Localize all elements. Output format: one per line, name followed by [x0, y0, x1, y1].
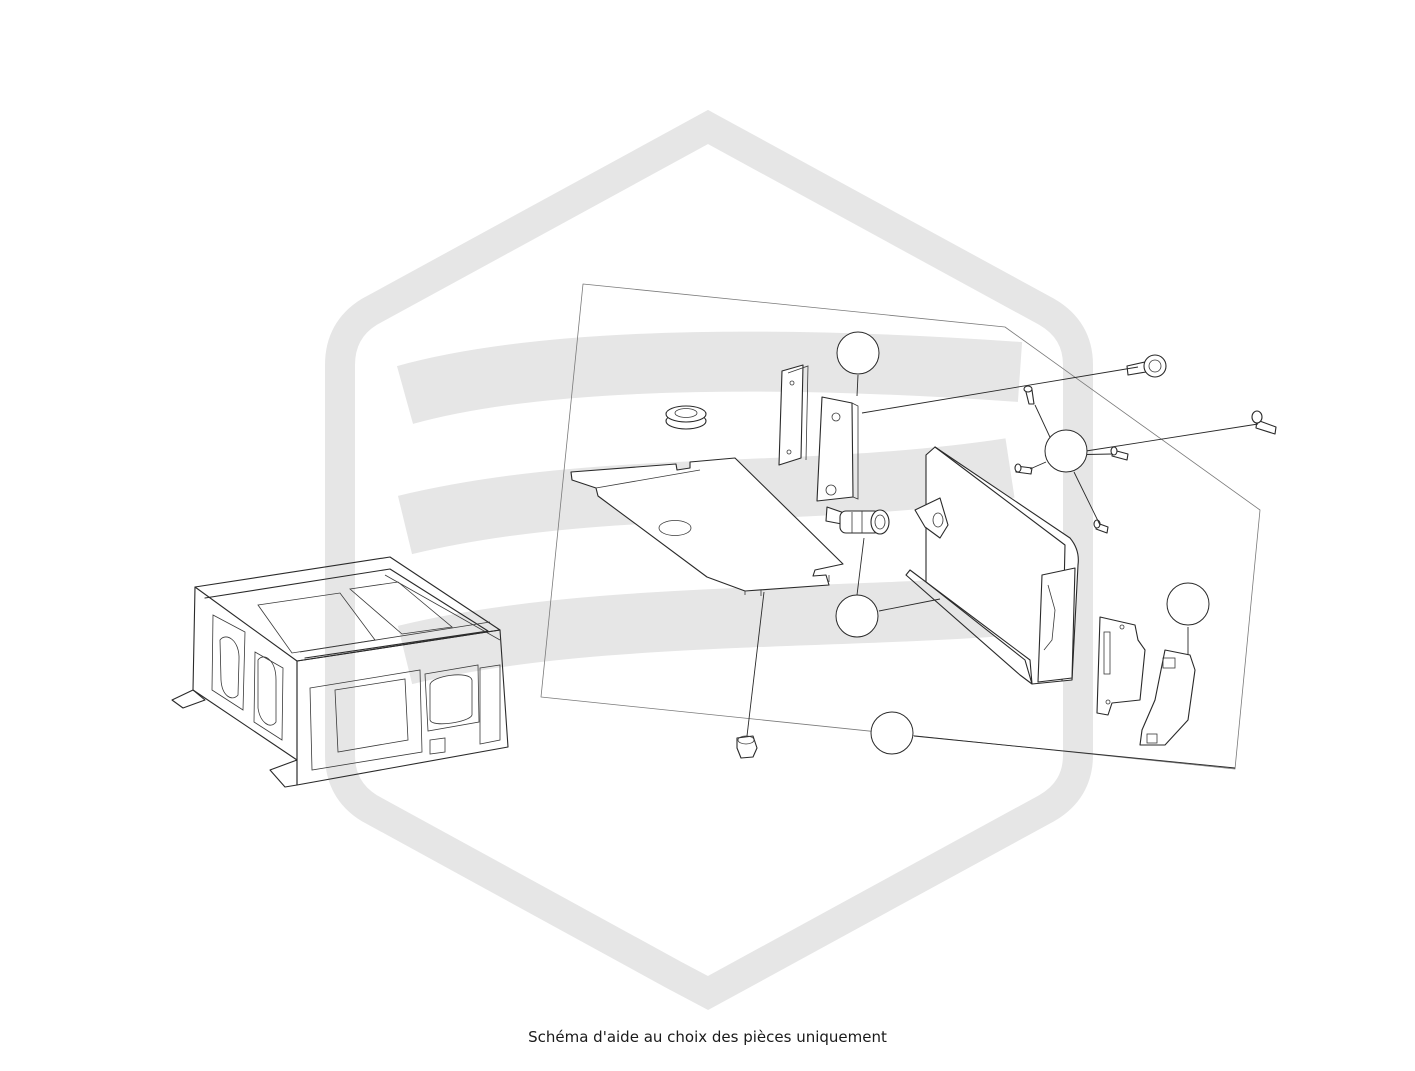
bolt-far-right	[1251, 410, 1277, 435]
callout-5[interactable]	[870, 711, 914, 755]
mounting-bracket-left	[778, 364, 809, 466]
mounting-bracket-right	[816, 396, 859, 502]
callout-1[interactable]	[836, 331, 880, 375]
screw-set	[1014, 385, 1129, 534]
bottom-plate-part	[570, 457, 844, 596]
nut-part	[736, 735, 758, 759]
side-bracket-part	[1096, 616, 1146, 716]
lock-cylinder-part	[825, 506, 890, 535]
callout-4[interactable]	[1166, 582, 1210, 626]
housing-tray-part	[905, 446, 1079, 685]
callout-2[interactable]	[1044, 429, 1088, 473]
callout-3[interactable]	[835, 594, 879, 638]
grommet-part	[665, 405, 707, 430]
bolt-top-right	[1126, 354, 1167, 378]
leader-lines	[746, 366, 1259, 769]
frame-box-assembly	[171, 556, 509, 788]
latch-bracket-part	[1139, 649, 1196, 746]
diagram-caption: Schéma d'aide au choix des pièces unique…	[528, 1028, 887, 1046]
exploded-view-frame	[540, 283, 1261, 770]
